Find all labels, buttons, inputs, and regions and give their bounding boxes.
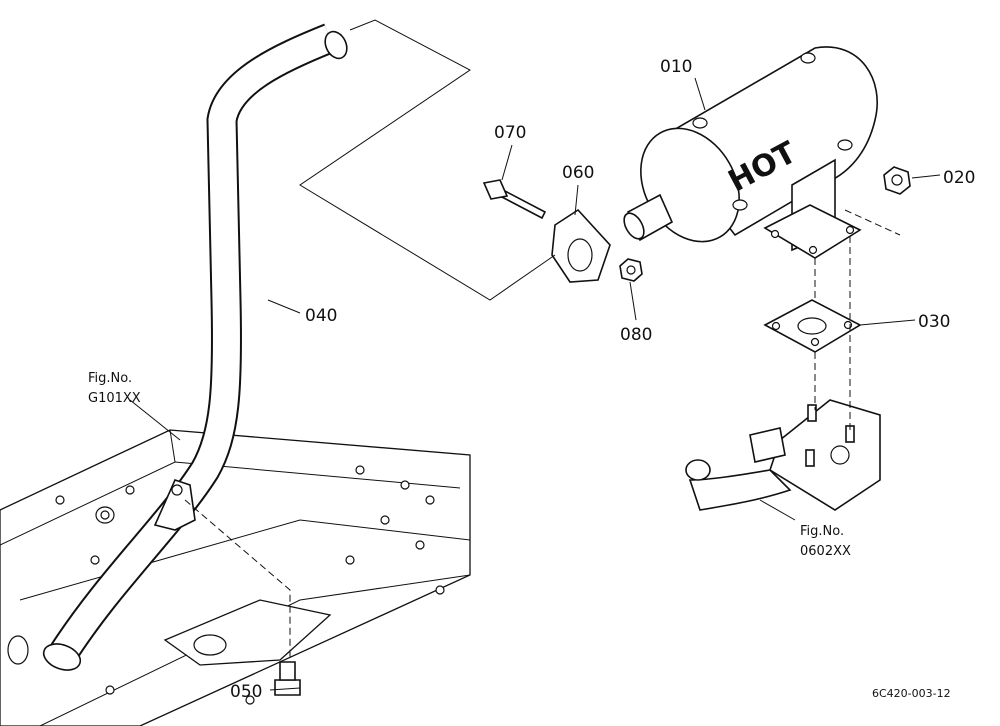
diagram-code: 6C420-003-12 <box>872 687 951 700</box>
fig-ref-1-line2: G101XX <box>88 391 141 406</box>
exhaust-manifold <box>685 399 881 511</box>
label-080: 080 <box>620 325 652 345</box>
nut-020 <box>883 166 911 195</box>
fig-ref-2-line2: 0602XX <box>800 544 851 559</box>
muffler-010: HOT <box>623 46 878 259</box>
nut-080 <box>619 258 643 282</box>
tractor-frame <box>0 429 471 726</box>
bolt-070 <box>482 179 547 220</box>
label-020: 020 <box>943 168 975 188</box>
label-040: 040 <box>305 306 337 326</box>
gasket-030 <box>763 299 862 353</box>
fig-ref-1-line1: Fig.No. <box>88 371 132 386</box>
exhaust-pipe-040 <box>42 23 348 671</box>
clamp-060 <box>551 208 611 283</box>
label-030: 030 <box>918 312 950 332</box>
label-060: 060 <box>562 163 594 183</box>
bolt-050 <box>274 661 301 696</box>
assembly-lines <box>129 19 941 691</box>
fig-ref-2-line1: Fig.No. <box>800 524 844 539</box>
label-010: 010 <box>660 57 692 77</box>
label-070: 070 <box>494 123 526 143</box>
label-050: 050 <box>230 682 262 702</box>
